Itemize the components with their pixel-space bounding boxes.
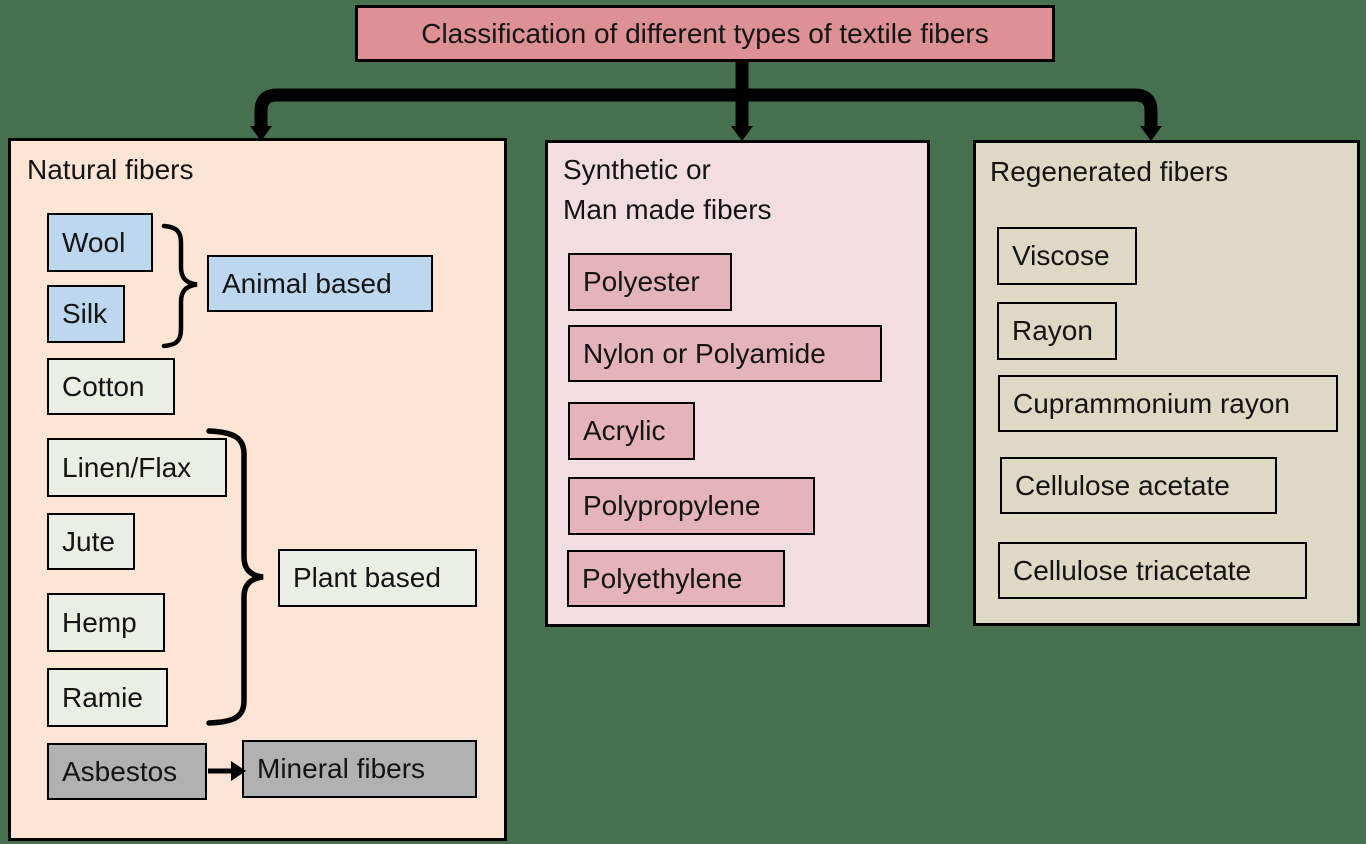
branch-connector [254, 88, 1158, 130]
rayon-box: Rayon [997, 302, 1117, 360]
jute-box: Jute [47, 513, 135, 570]
synthetic-fibers-panel [545, 140, 930, 627]
asbestos-box: Asbestos [47, 743, 207, 800]
silk-box: Silk [47, 285, 125, 343]
cellulose-triacetate-box: Cellulose triacetate [998, 542, 1307, 599]
viscose-box: Viscose [997, 227, 1137, 285]
acrylic-box: Acrylic [568, 402, 695, 460]
polyethylene-box: Polyethylene [567, 550, 785, 607]
synthetic-header-line1: Synthetic or [563, 154, 711, 185]
animal-based-box: Animal based [207, 255, 433, 312]
arrowhead-right-icon [1140, 126, 1162, 141]
cuprammonium-rayon-box: Cuprammonium rayon [998, 375, 1338, 432]
regenerated-panel-header: Regenerated fibers [990, 156, 1229, 187]
plant-based-box: Plant based [278, 549, 477, 607]
synthetic-panel-header: Synthetic or Man made fibers [563, 150, 772, 230]
synthetic-header-line2: Man made fibers [563, 194, 772, 225]
natural-panel-header: Natural fibers [27, 154, 194, 185]
hemp-box: Hemp [47, 593, 165, 652]
diagram-title: Classification of different types of tex… [355, 5, 1055, 62]
polyester-box: Polyester [568, 253, 732, 311]
nylon-polyamide-box: Nylon or Polyamide [568, 325, 882, 382]
polypropylene-box: Polypropylene [568, 477, 815, 535]
mineral-fibers-box: Mineral fibers [242, 740, 477, 798]
cotton-box: Cotton [47, 358, 175, 415]
arrowhead-center-icon [731, 126, 753, 141]
linen-flax-box: Linen/Flax [47, 438, 227, 497]
cellulose-acetate-box: Cellulose acetate [1000, 457, 1277, 514]
wool-box: Wool [47, 213, 153, 272]
ramie-box: Ramie [47, 668, 168, 727]
